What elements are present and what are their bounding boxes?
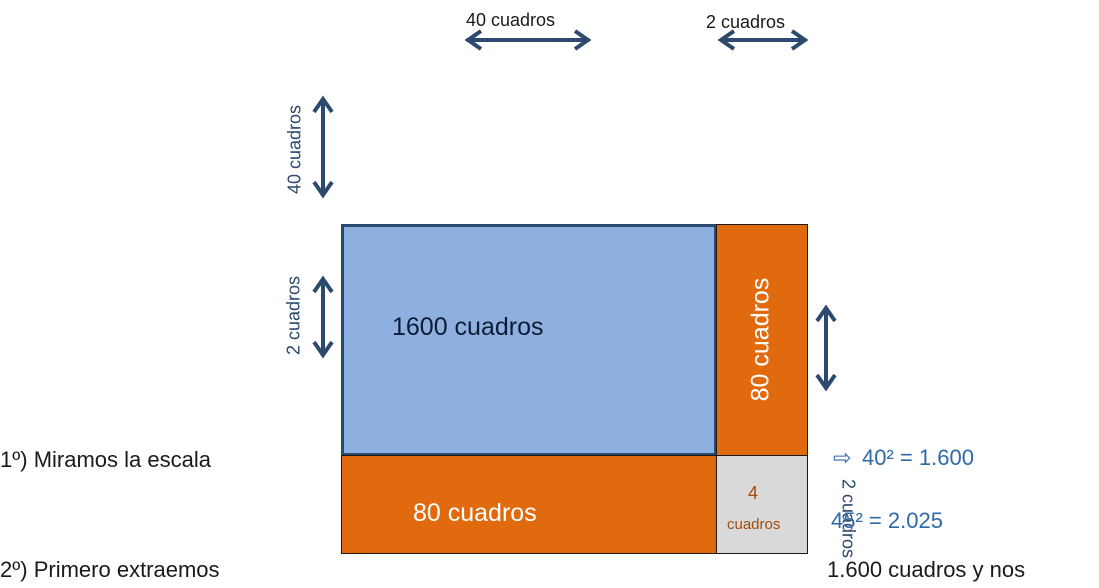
double-arrow-vertical-icon xyxy=(312,95,334,199)
double-arrow-vertical-icon xyxy=(815,304,837,392)
formula-40-squared: 40² = 1.600 xyxy=(862,445,974,470)
right-strip-label: 80 cuadros xyxy=(746,277,775,402)
big-square-label: 1600 cuadros xyxy=(392,313,544,341)
bottom-strip-label: 80 cuadros xyxy=(413,499,537,527)
big-square xyxy=(341,224,717,456)
double-arrow-vertical-icon xyxy=(312,275,334,359)
step-2-text: 2º) Primero extraemos xyxy=(0,557,220,582)
trailing-text: 1.600 cuadros y nos xyxy=(827,557,1026,582)
side-label-2: 2 cuadros xyxy=(283,275,304,356)
small-square xyxy=(716,455,808,554)
top-label-40: 40 cuadros xyxy=(466,10,556,30)
right-strip xyxy=(716,224,808,456)
formula-45-squared: 45² = 2.025 xyxy=(831,508,943,533)
small-square-word: cuadros xyxy=(727,516,781,533)
step-1-text: 1º) Miramos la escala xyxy=(0,447,211,472)
top-label-2: 2 cuadros xyxy=(706,12,786,32)
double-arrow-horizontal-icon xyxy=(717,29,809,51)
side-label-40: 40 cuadros xyxy=(284,104,305,195)
bottom-strip xyxy=(341,455,717,554)
small-square-number: 4 xyxy=(748,483,759,503)
arrow-icon: ⇨ xyxy=(833,445,852,470)
double-arrow-horizontal-icon xyxy=(464,29,592,51)
